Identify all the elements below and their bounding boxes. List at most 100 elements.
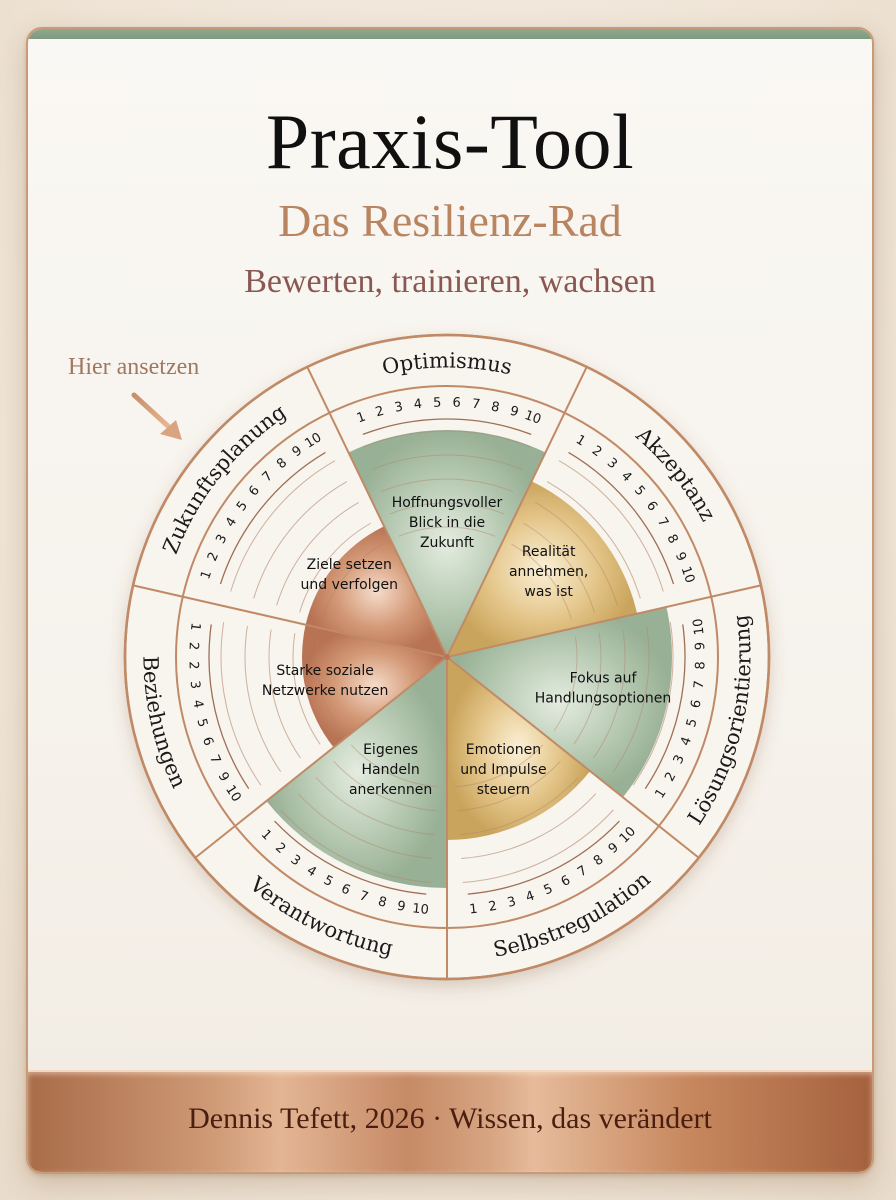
rating-guide-arc: [456, 744, 544, 788]
rating-guide-arc: [573, 633, 602, 745]
rating-guide-arc: [268, 629, 301, 759]
scale-number[interactable]: 3: [506, 894, 518, 911]
rating-guide-arc: [459, 777, 579, 836]
sector-fill: [266, 657, 447, 888]
tagline: Bewerten, trainieren, wachsen: [244, 263, 656, 300]
scale-number[interactable]: 2: [186, 661, 201, 670]
start-hint-label: Hier ansetzen: [68, 354, 200, 380]
scale-number[interactable]: 2: [374, 404, 386, 421]
scale-arc: [467, 820, 620, 895]
scale-number[interactable]: 6: [688, 699, 704, 710]
scale-number[interactable]: 4: [413, 397, 423, 413]
wheel-hub: [444, 654, 450, 660]
rating-guide-arc: [523, 522, 595, 613]
sector-divider: [132, 584, 448, 658]
rating-guide-arc: [244, 625, 282, 772]
scale-number[interactable]: 7: [692, 680, 708, 690]
rating-guide-arc: [253, 481, 348, 599]
rating-guide-arc: [372, 454, 522, 470]
scale-arc: [219, 451, 326, 585]
rating-guide-arc: [316, 636, 341, 732]
scale-number[interactable]: 10: [691, 618, 708, 636]
rating-guide-arc: [612, 625, 650, 772]
rating-guide-arc: [457, 760, 561, 812]
scale-arc: [644, 624, 686, 789]
sector-divider: [194, 656, 448, 859]
scale-number[interactable]: 1: [469, 902, 479, 918]
rating-guide-arc: [511, 543, 572, 620]
sector-fill: [447, 657, 591, 840]
rating-guide-arc: [558, 460, 664, 592]
scale-arc: [274, 820, 427, 895]
rating-guide-arc: [276, 501, 360, 606]
sector-fill: [447, 481, 638, 657]
scale-number[interactable]: 10: [411, 901, 429, 918]
scale-number[interactable]: 9: [693, 642, 708, 651]
sector-fill: [302, 624, 447, 748]
sector-divider: [446, 656, 700, 859]
page-subtitle: Das Resilienz-Rad: [278, 195, 622, 246]
rating-guide-arc: [553, 636, 578, 732]
scale-number[interactable]: 1: [187, 622, 203, 632]
scale-number[interactable]: 2: [186, 642, 201, 651]
rating-guide-arc: [220, 622, 262, 786]
rating-guide-arc: [322, 543, 383, 620]
scale-number[interactable]: 7: [471, 397, 481, 413]
footer-credit: Dennis Tefett, 2026 · Wissen, das veränd…: [188, 1102, 712, 1135]
sector-divider: [446, 584, 762, 658]
rating-guide-arc: [593, 629, 626, 759]
scale-number[interactable]: 4: [189, 699, 205, 710]
rating-guide-arc: [280, 809, 432, 883]
rating-guide-arc: [632, 622, 674, 786]
scale-number[interactable]: 8: [490, 399, 501, 415]
scale-number[interactable]: 5: [684, 717, 701, 729]
rating-guide-arc: [315, 777, 435, 836]
arrow-down-right-icon: [131, 392, 182, 440]
rating-guide-arc: [363, 430, 531, 448]
scale-number[interactable]: 10: [302, 430, 324, 451]
scale-number[interactable]: 3: [187, 680, 203, 690]
rating-guide-arc: [398, 526, 496, 537]
rating-guide-arc: [297, 793, 433, 860]
scale-arc: [362, 418, 532, 435]
rating-guide-arc: [462, 809, 614, 883]
scale-arc: [208, 624, 250, 789]
sector-fill: [348, 430, 546, 657]
sector-fill: [305, 526, 447, 657]
rating-guide-arc: [389, 502, 505, 515]
rating-guide-arc: [461, 793, 597, 860]
scale-number[interactable]: 6: [452, 396, 461, 411]
rating-guide-arc: [299, 522, 371, 613]
rating-guide-arc: [230, 460, 336, 592]
rating-guide-arc: [380, 478, 514, 493]
scale-number[interactable]: 9: [396, 899, 407, 915]
scale-number[interactable]: 10: [678, 565, 698, 586]
rating-guide-arc: [534, 501, 618, 606]
scale-number[interactable]: 9: [508, 404, 520, 421]
scale-number[interactable]: 5: [193, 717, 210, 729]
scale-number[interactable]: 2: [487, 899, 498, 915]
scale-number[interactable]: 10: [222, 783, 244, 805]
footer-plate: Dennis Tefett, 2026 · Wissen, das veränd…: [28, 1070, 872, 1172]
page-title: Praxis-Tool: [265, 98, 635, 185]
scale-number[interactable]: 8: [693, 661, 708, 670]
scale-arc: [568, 451, 675, 585]
sector-divider: [446, 366, 588, 658]
scale-number[interactable]: 5: [433, 396, 442, 411]
scale-number[interactable]: 10: [522, 408, 543, 428]
scale-number[interactable]: 3: [393, 399, 404, 415]
rating-guide-arc: [546, 481, 641, 599]
rating-guide-arc: [333, 760, 437, 812]
scale-number[interactable]: 8: [376, 894, 388, 911]
top-accent-band: [28, 29, 872, 39]
sector-fill: [447, 606, 672, 798]
rating-guide-arc: [350, 744, 438, 788]
